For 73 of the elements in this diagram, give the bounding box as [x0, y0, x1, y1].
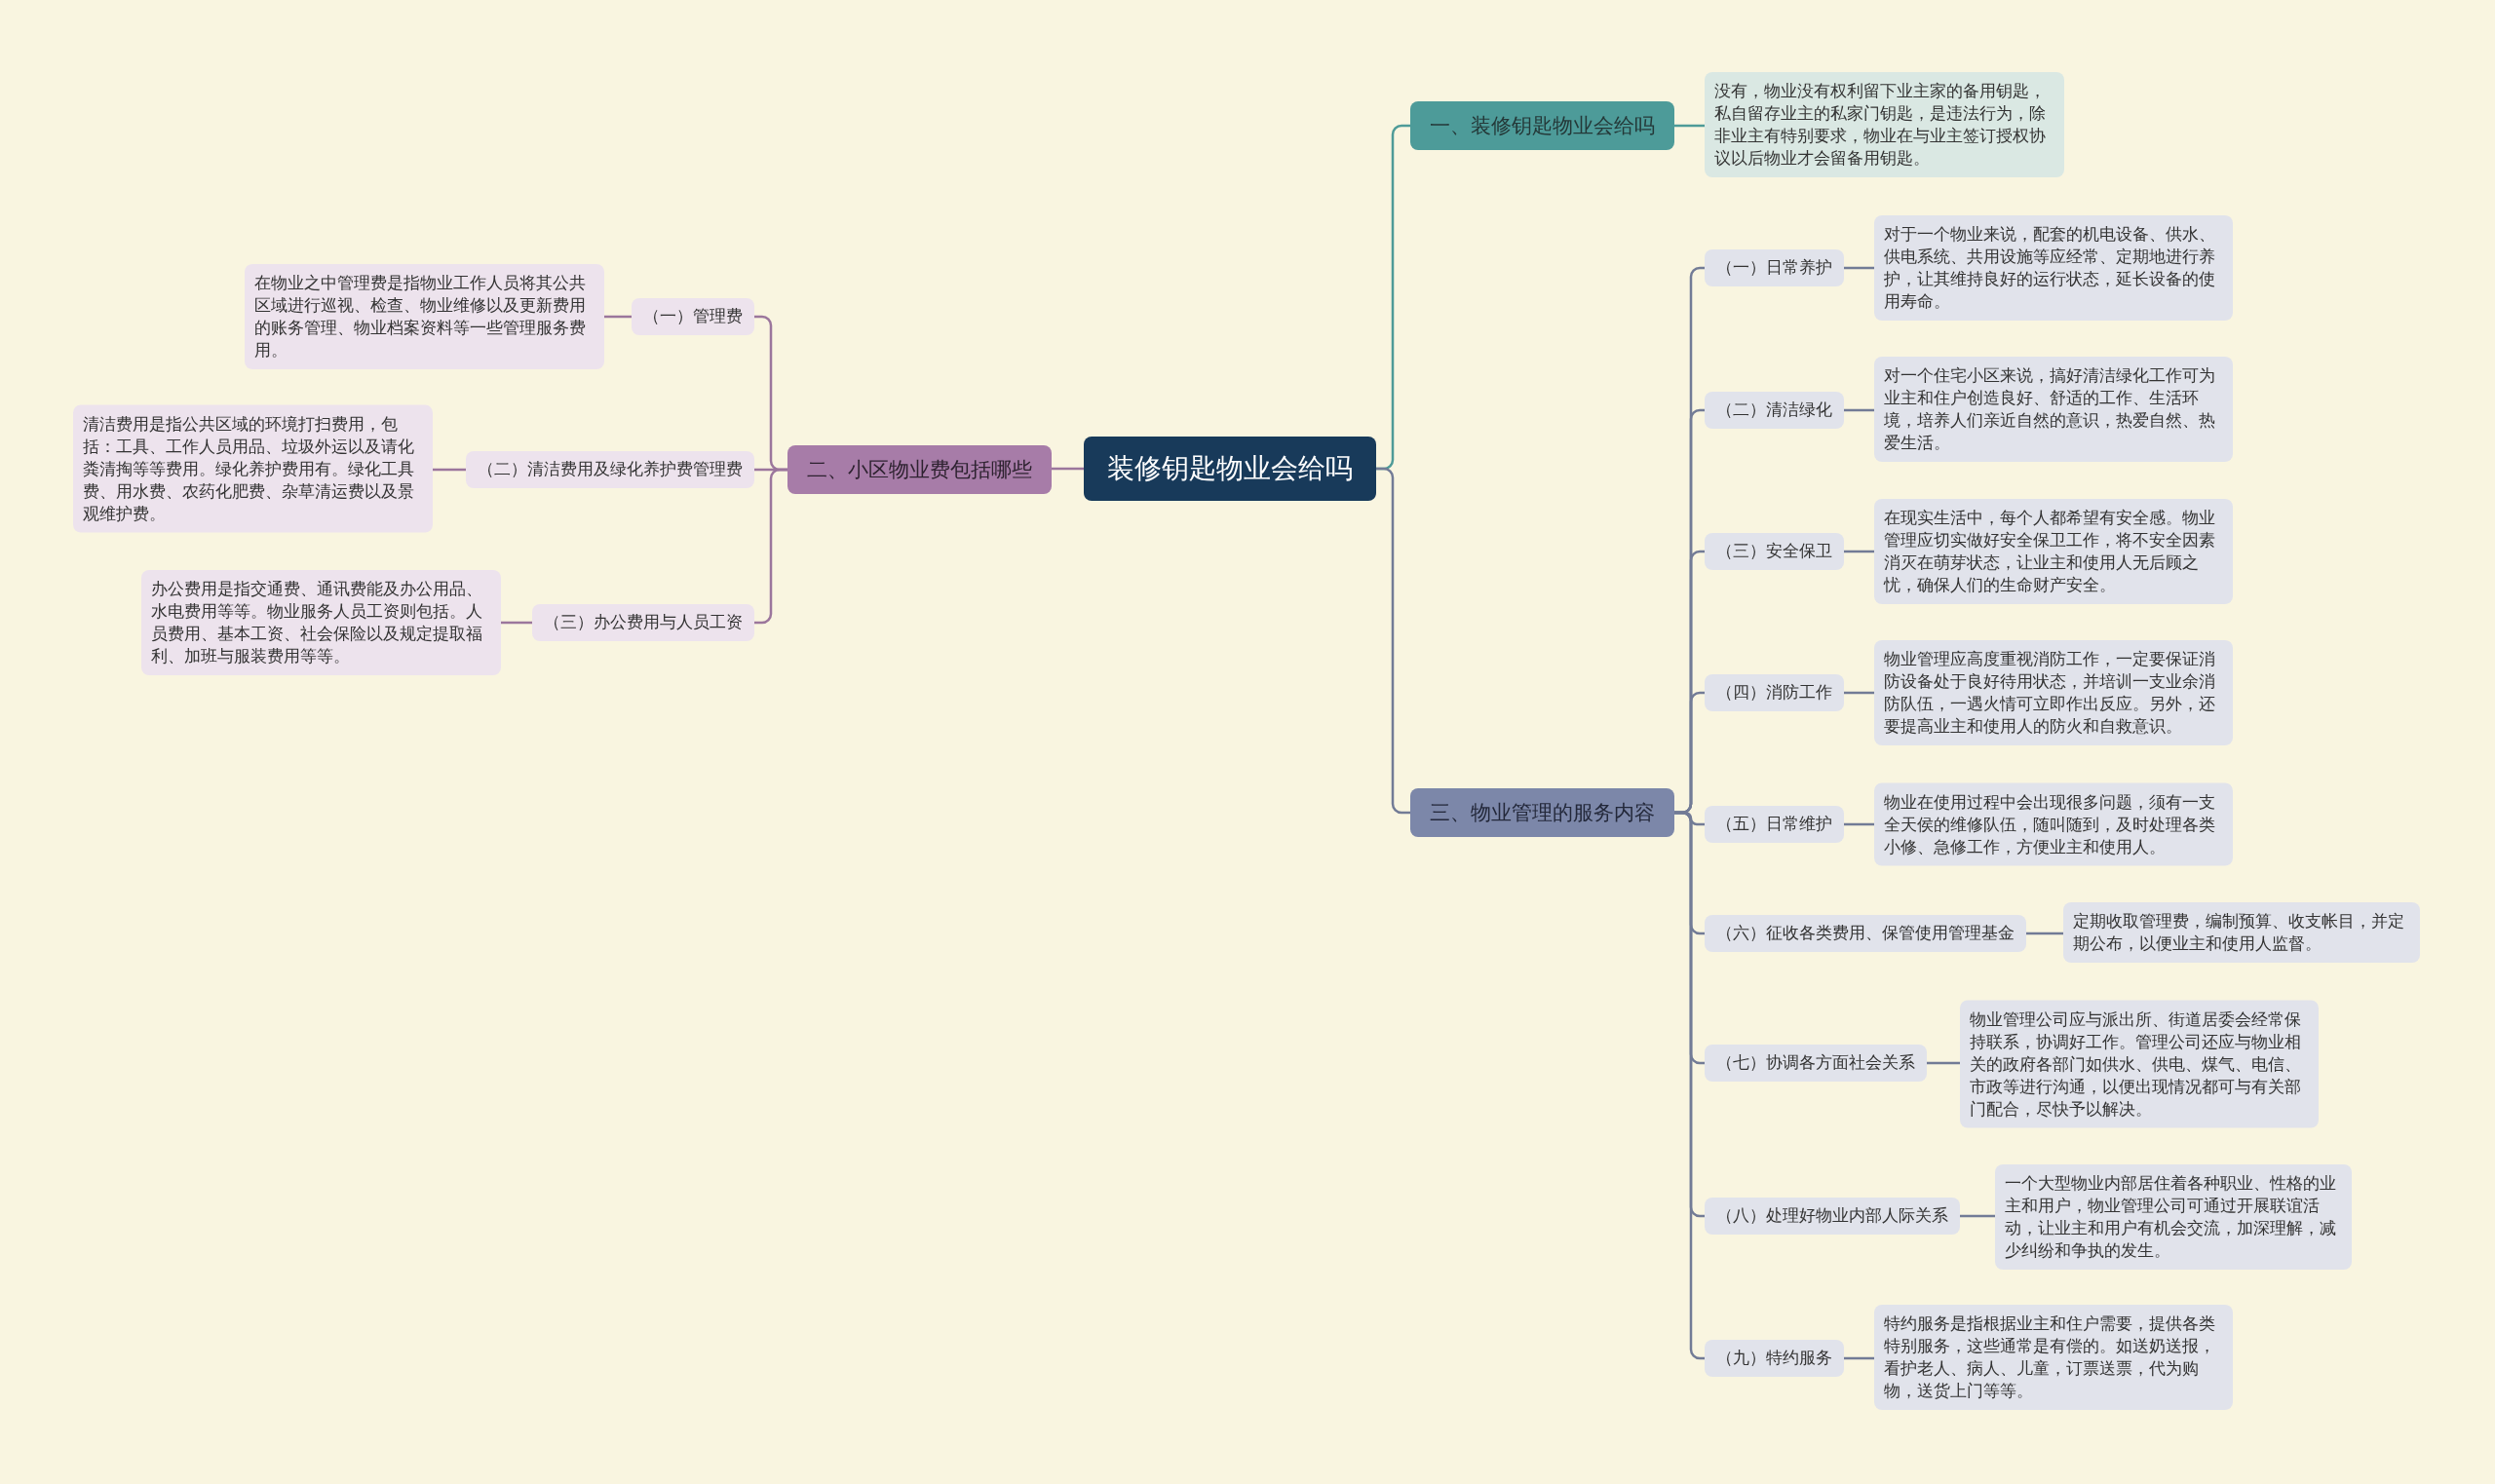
subtopic — [1705, 915, 2026, 952]
detail-note — [2063, 902, 2420, 963]
subtopic — [1705, 392, 1844, 429]
detail-note — [1960, 1000, 2319, 1128]
note-text: 一个大型物业内部居住着各种职业、性格的业主和用户，物业管理公司可通过开展联谊活动，让业主和用户有机会交流，加深理解，减少纠纷和争执的发生。 — [2005, 1173, 2337, 1262]
note-text: 对于一个物业来说，配套的机电设备、供水、供电系统、共用设施等应经常、定期地进行养护，让其维持良好的运行状态，延长设备的使用寿命。 — [1884, 224, 2216, 313]
detail-note — [1874, 640, 2233, 745]
detail-note — [1995, 1164, 2352, 1270]
subtopic — [1705, 806, 1844, 843]
subtopic — [1705, 1198, 1960, 1235]
detail-note — [1705, 72, 2064, 177]
topic-label: （八）处理好物业内部人际关系 — [1716, 1205, 1948, 1227]
note-text: 物业管理应高度重视消防工作，一定要保证消防设备处于良好待用状态，并培训一支业余消防队伍，一遇火情可立即作出反应。另外，还要提高业主和使用人的防火和自救意识。 — [1884, 649, 2216, 738]
topic-title: 装修钥匙物业会给吗 — [1107, 452, 1353, 485]
branch-topic — [1410, 101, 1674, 150]
note-text: 在现实生活中，每个人都希望有安全感。物业管理应切实做好安全保卫工作，将不安全因素消灭在萌芽状态，让业主和使用人无后顾之忧，确保人们的生命财产安全。 — [1884, 508, 2216, 596]
connector-line — [2026, 932, 2063, 935]
detail-note — [1874, 215, 2233, 321]
connector-line — [1844, 691, 1874, 695]
topic-label: （九）特约服务 — [1716, 1348, 1832, 1369]
topic-label: 一、装修钥匙物业会给吗 — [1430, 113, 1655, 138]
connector-line — [1844, 1356, 1874, 1360]
note-text: 物业在使用过程中会出现很多问题，须有一支全天侯的维修队伍，随叫随到，及时处理各类小修、急修工作，方便业主和使用人。 — [1884, 791, 2216, 858]
connector-line — [1674, 124, 1705, 128]
topic-label: （三）安全保卫 — [1716, 541, 1832, 562]
note-text: 对一个住宅小区来说，搞好清洁绿化工作可为业主和住户创造良好、舒适的工作、生活环境，培养人们亲近自然的意识，热爱自然、热爱生活。 — [1884, 365, 2216, 454]
topic-label: （一）日常养护 — [1716, 257, 1832, 279]
subtopic — [466, 451, 754, 488]
note-text: 在物业之中管理费是指物业工作人员将其公共区域进行巡视、检查、物业维修以及更新费用的账务管理、物业档案资料等一些管理服务费用。 — [254, 273, 587, 361]
topic-label: （二）清洁费用及绿化养护费管理费 — [478, 459, 743, 480]
connector-line — [433, 468, 466, 472]
detail-note — [1874, 357, 2233, 462]
topic-label: （三）办公费用与人员工资 — [544, 612, 743, 633]
connector-line — [604, 315, 632, 319]
note-text: 没有，物业没有权利留下业主家的备用钥匙，私自留存业主的私家门钥匙，是违法行为，除非业主有特别要求，物业在与业主签订授权协议以后物业才会留备用钥匙。 — [1714, 81, 2047, 170]
subtopic — [1705, 1340, 1844, 1377]
detail-note — [1874, 499, 2233, 604]
subtopic — [1705, 674, 1844, 711]
topic-label: （四）消防工作 — [1716, 682, 1832, 704]
detail-note — [1874, 1305, 2233, 1410]
detail-note — [245, 264, 604, 369]
connector-line — [1844, 266, 1874, 270]
note-text: 办公费用是指交通费、通讯费能及办公用品、水电费用等等。物业服务人员工资则包括。人员费用、基本工资、社会保险以及规定提取福利、加班与服装费用等等。 — [151, 579, 483, 667]
detail-note — [141, 570, 501, 675]
branch-topic — [1410, 788, 1674, 837]
topic-label: （一）管理费 — [643, 306, 743, 327]
connector-line — [1844, 550, 1874, 553]
note-text: 物业管理公司应与派出所、街道居委会经常保持联系，协调好工作。管理公司还应与物业相关的政府各部门如供水、供电、煤气、电信、市政等进行沟通，以便出现情况都可与有关部门配合，尽快予以解决。 — [1970, 1008, 2302, 1121]
subtopic — [1705, 533, 1844, 570]
note-text: 定期收取管理费，编制预算、收支帐目，并定期公布，以便业主和使用人监督。 — [2073, 911, 2405, 955]
connector-line — [1927, 1061, 1960, 1065]
topic-label: （六）征收各类费用、保管使用管理基金 — [1716, 923, 2015, 944]
note-text: 清洁费用是指公共区域的环境打扫费用，包括：工具、工作人员用品、垃圾外运以及请化粪清掏等等费用。绿化养护费用有。绿化工具费、用水费、农药化肥费、杂草清运费以及景观维护费。 — [83, 413, 415, 525]
connector-line — [1844, 408, 1874, 412]
note-text: 特约服务是指根据业主和住户需要，提供各类特别服务，这些通常是有偿的。如送奶送报，看护老人、病人、儿童，订票送票，代为购物，送货上门等等。 — [1884, 1313, 2216, 1402]
detail-note — [73, 404, 433, 533]
topic-label: 三、物业管理的服务内容 — [1430, 800, 1655, 825]
subtopic — [632, 298, 754, 335]
connector-line — [501, 621, 532, 625]
subtopic — [1705, 1045, 1927, 1082]
connector-line — [1052, 467, 1084, 471]
topic-label: 二、小区物业费包括哪些 — [807, 457, 1032, 482]
topic-label: （二）清洁绿化 — [1716, 400, 1832, 421]
connector-line — [1960, 1214, 1995, 1218]
topic-label: （五）日常维护 — [1716, 814, 1832, 835]
central-topic — [1084, 437, 1376, 501]
connector-line — [1376, 467, 1410, 815]
subtopic — [1705, 249, 1844, 286]
subtopic — [532, 604, 754, 641]
topic-label: （七）协调各方面社会关系 — [1716, 1052, 1915, 1074]
detail-note — [1874, 782, 2233, 866]
branch-topic — [787, 445, 1052, 494]
connector-line — [1844, 822, 1874, 826]
